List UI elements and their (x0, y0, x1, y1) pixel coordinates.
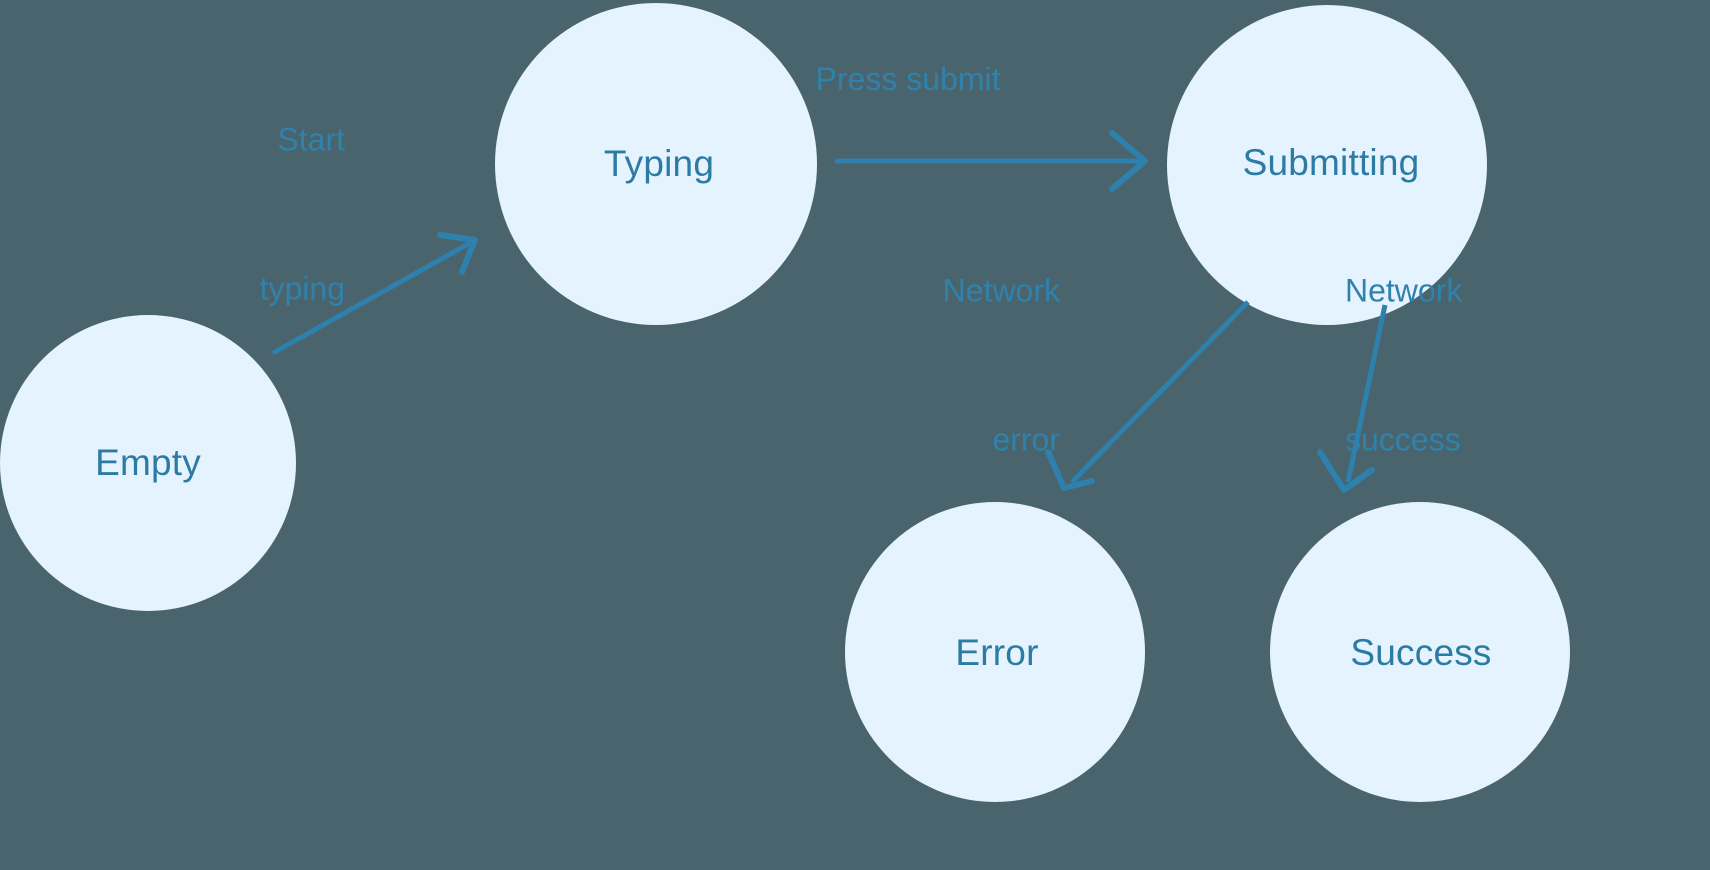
node-circle-typing[interactable] (495, 3, 817, 325)
node-circle-submitting[interactable] (1167, 5, 1487, 325)
node-circle-error[interactable] (845, 502, 1145, 802)
edge-submitting-to-error (1045, 300, 1250, 491)
node-circle-empty[interactable] (0, 315, 296, 611)
edge-empty-to-typing (271, 232, 478, 356)
edge-typing-to-submitting (835, 130, 1148, 192)
edge-submitting-to-success (1317, 304, 1388, 493)
node-circle-success[interactable] (1270, 502, 1570, 802)
